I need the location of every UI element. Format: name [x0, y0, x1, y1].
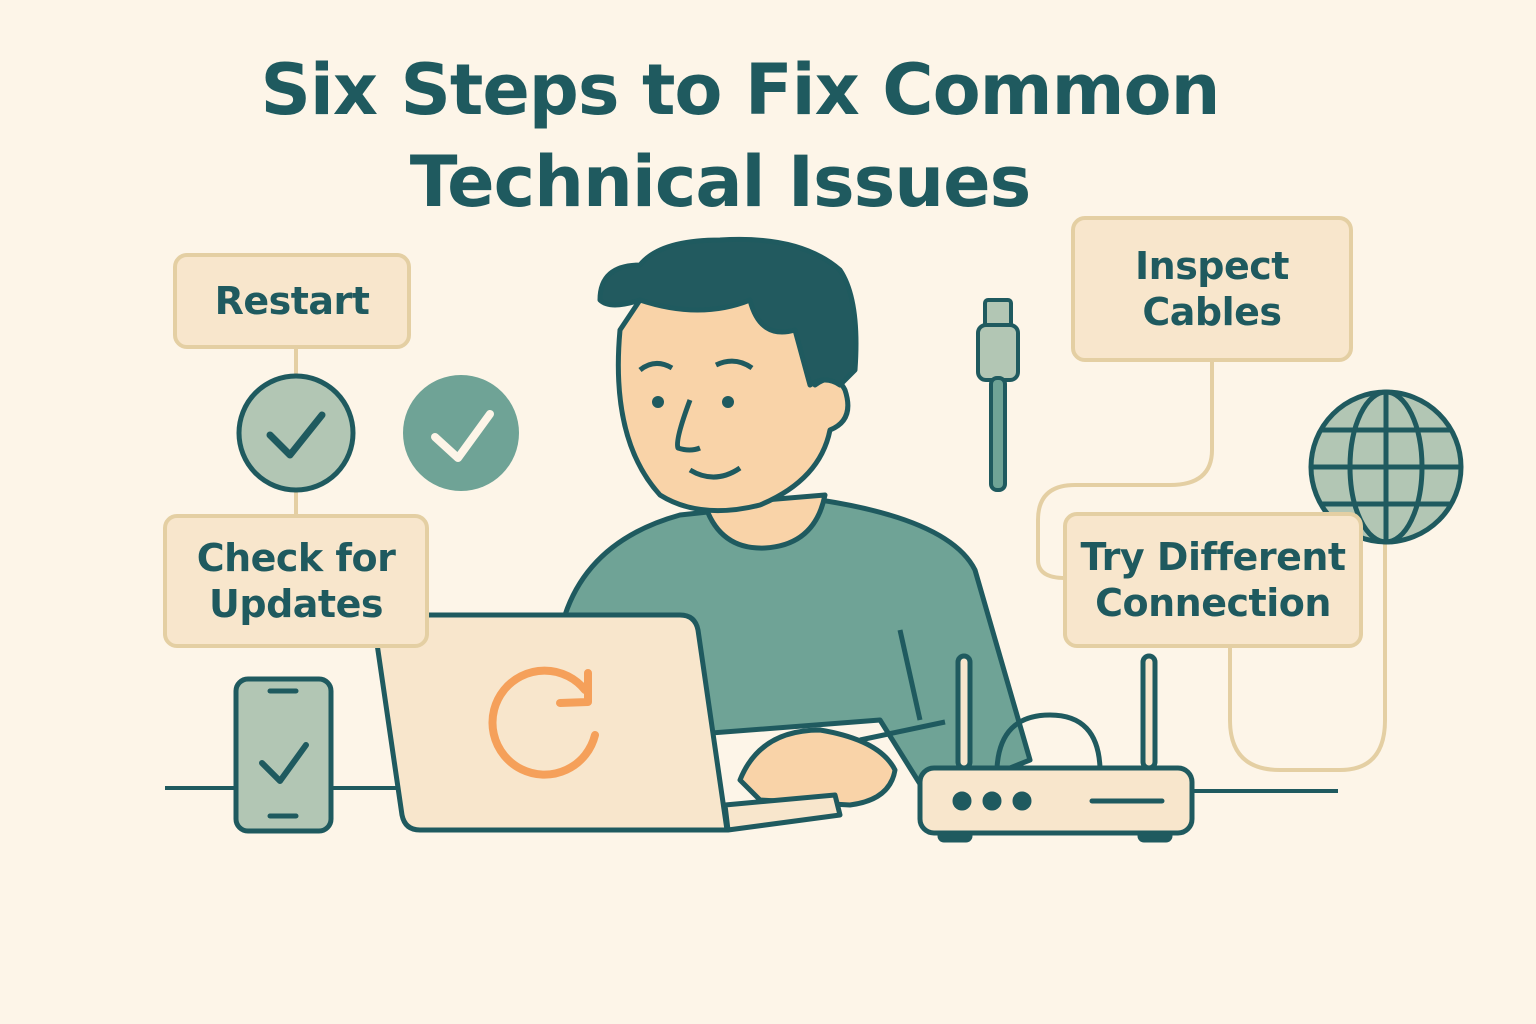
step-label-line2: Connection — [1095, 581, 1331, 625]
step-label: Restart — [214, 279, 370, 323]
globe-icon — [1308, 389, 1464, 545]
step-label-line1: Try Different — [1080, 535, 1346, 579]
router-icon — [917, 653, 1195, 843]
step-label-line1: Inspect — [1135, 244, 1289, 288]
page-title-line2: Technical Issues — [409, 141, 1032, 223]
page-title-line1: Six Steps to Fix Common — [260, 49, 1221, 131]
check-circle-icon — [236, 373, 356, 493]
step-label-line2: Updates — [209, 582, 383, 626]
ethernet-cable-icon — [976, 298, 1020, 492]
step-restart: Restart — [173, 253, 411, 349]
refresh-icon — [488, 666, 599, 779]
step-label-line2: Cables — [1142, 290, 1282, 334]
step-label-line1: Check for — [196, 536, 396, 580]
connector-lines — [294, 345, 1387, 772]
check-circle-filled-icon — [403, 375, 519, 491]
phone-check-icon — [233, 676, 334, 834]
